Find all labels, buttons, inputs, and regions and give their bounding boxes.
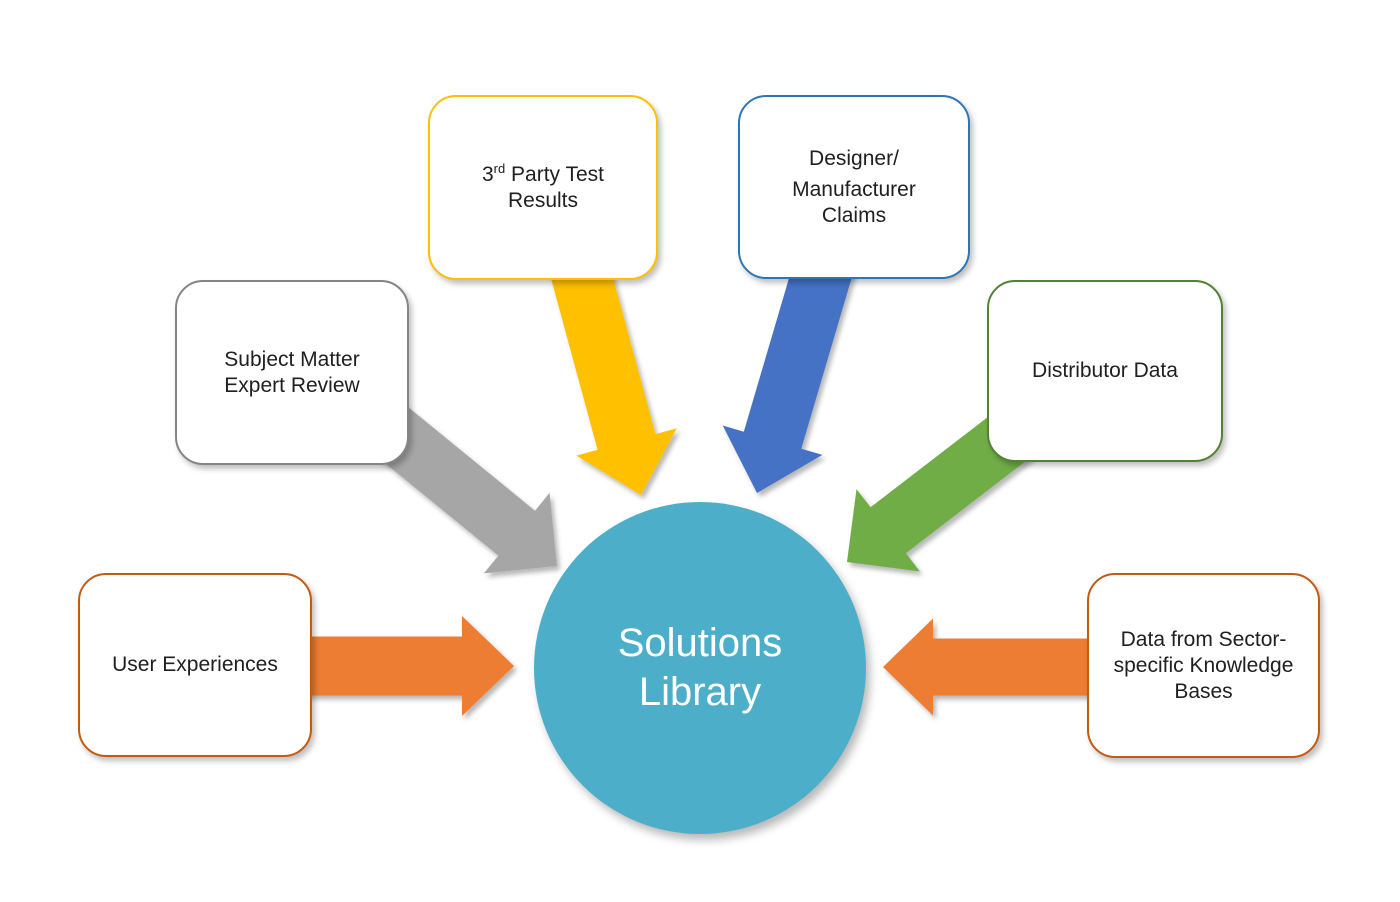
arrow-distributor-data bbox=[847, 409, 1034, 572]
center-label-line: Library bbox=[638, 670, 762, 714]
node-label: User Experiences bbox=[112, 652, 278, 678]
arrow-third-party-test-results bbox=[546, 244, 677, 495]
node-label-line: specific Knowledge bbox=[1113, 653, 1294, 677]
node-label-line: Expert Review bbox=[224, 373, 360, 397]
node-user-experiences: User Experiences bbox=[78, 573, 312, 757]
node-distributor-data: Distributor Data bbox=[987, 280, 1223, 462]
arrow-subject-matter-expert-review bbox=[359, 397, 557, 574]
node-label-line: Manufacturer bbox=[792, 177, 916, 201]
node-label-line: 3rd Party Test bbox=[481, 160, 605, 186]
node-label-line: Designer/ bbox=[809, 146, 899, 170]
node-label: Distributor Data bbox=[1032, 358, 1178, 384]
node-label-line: Distributor Data bbox=[1032, 359, 1178, 382]
arrow-user-experiences bbox=[298, 616, 514, 716]
node-label-line: Results bbox=[507, 188, 578, 212]
node-label-line: Data from Sector- bbox=[1120, 627, 1287, 651]
node-label-line: Subject Matter bbox=[224, 347, 360, 371]
node-label-line: Bases bbox=[1174, 679, 1233, 703]
arrow-data-from-sector-specific-knowledge-bases bbox=[883, 618, 1097, 716]
node-label-line: Claims bbox=[821, 203, 887, 227]
center-label-line: Solutions bbox=[617, 621, 783, 665]
arrow-designer-manufacturer-claims bbox=[722, 243, 857, 493]
center-circle-solutions-library: Solutions Library bbox=[534, 502, 866, 834]
node-label-line: User Experiences bbox=[112, 653, 278, 676]
